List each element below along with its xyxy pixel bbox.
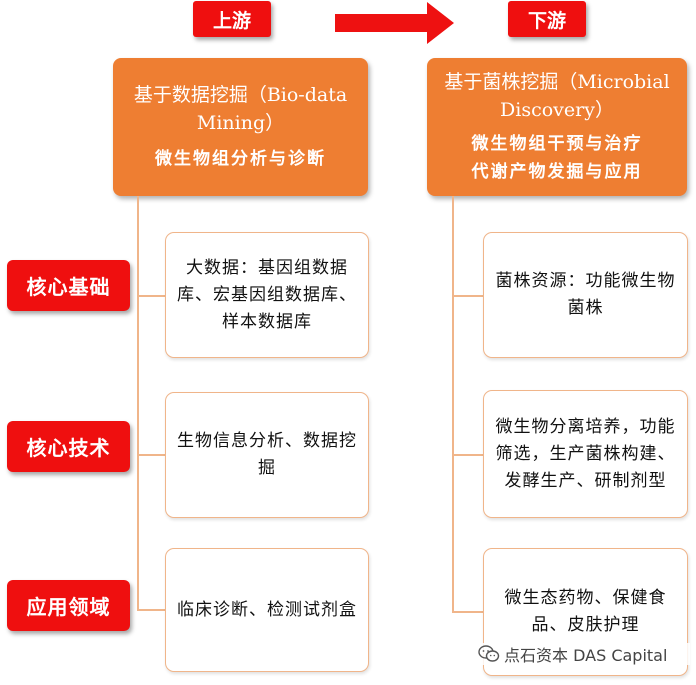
downstream-header-box: 基于菌株挖掘（Microbial Discovery） 微生物组干预与治疗 代谢…	[427, 58, 687, 196]
upstream-box-application-text: 临床诊断、检测试剂盒	[177, 599, 357, 620]
upstream-connector-1	[137, 295, 165, 297]
downstream-subtitle-2: 代谢产物发掘与应用	[471, 162, 643, 182]
downstream-connector-1	[452, 295, 483, 297]
upstream-connector-3	[137, 609, 165, 611]
right-arrow-icon	[335, 2, 454, 44]
downstream-subtitle-1: 微生物组干预与治疗	[471, 134, 643, 154]
category-core-technology: 核心技术	[7, 421, 130, 472]
category-application-field: 应用领域	[7, 580, 130, 631]
upstream-box-foundation: 大数据：基因组数据库、宏基因组数据库、样本数据库	[165, 232, 369, 358]
downstream-box-technology-text: 微生物分离培养，功能筛选，生产菌株构建、发酵生产、研制剂型	[495, 416, 676, 491]
downstream-box-foundation: 菌株资源：功能微生物菌株	[483, 232, 688, 358]
downstream-box-foundation-text: 菌株资源：功能微生物菌株	[495, 271, 676, 318]
upstream-box-technology: 生物信息分析、数据挖掘	[165, 392, 369, 518]
downstream-connector-2	[452, 454, 483, 456]
category-core-foundation: 核心基础	[7, 260, 130, 311]
upstream-title: 基于数据挖掘（Bio-data Mining）	[133, 84, 348, 134]
upstream-label: 上游	[193, 1, 271, 37]
upstream-box-foundation-text: 大数据：基因组数据库、宏基因组数据库、样本数据库	[177, 257, 357, 332]
downstream-box-application-text: 微生态药物、保健食品、皮肤护理	[504, 588, 667, 635]
upstream-connector-2	[137, 454, 165, 456]
watermark: 点石资本 DAS Capital	[478, 643, 690, 665]
downstream-label: 下游	[508, 1, 586, 37]
downstream-connector-vertical	[452, 196, 454, 613]
upstream-connector-vertical	[137, 196, 139, 611]
downstream-box-technology: 微生物分离培养，功能筛选，生产菌株构建、发酵生产、研制剂型	[483, 390, 688, 518]
downstream-connector-3	[452, 611, 483, 613]
upstream-header-box: 基于数据挖掘（Bio-data Mining） 微生物组分析与诊断	[113, 58, 368, 196]
upstream-box-technology-text: 生物信息分析、数据挖掘	[177, 431, 357, 478]
wechat-icon	[478, 645, 500, 662]
downstream-title: 基于菌株挖掘（Microbial Discovery）	[444, 71, 670, 121]
upstream-box-application: 临床诊断、检测试剂盒	[165, 548, 369, 672]
watermark-text: 点石资本 DAS Capital	[504, 646, 668, 665]
upstream-subtitle: 微生物组分析与诊断	[155, 149, 326, 169]
